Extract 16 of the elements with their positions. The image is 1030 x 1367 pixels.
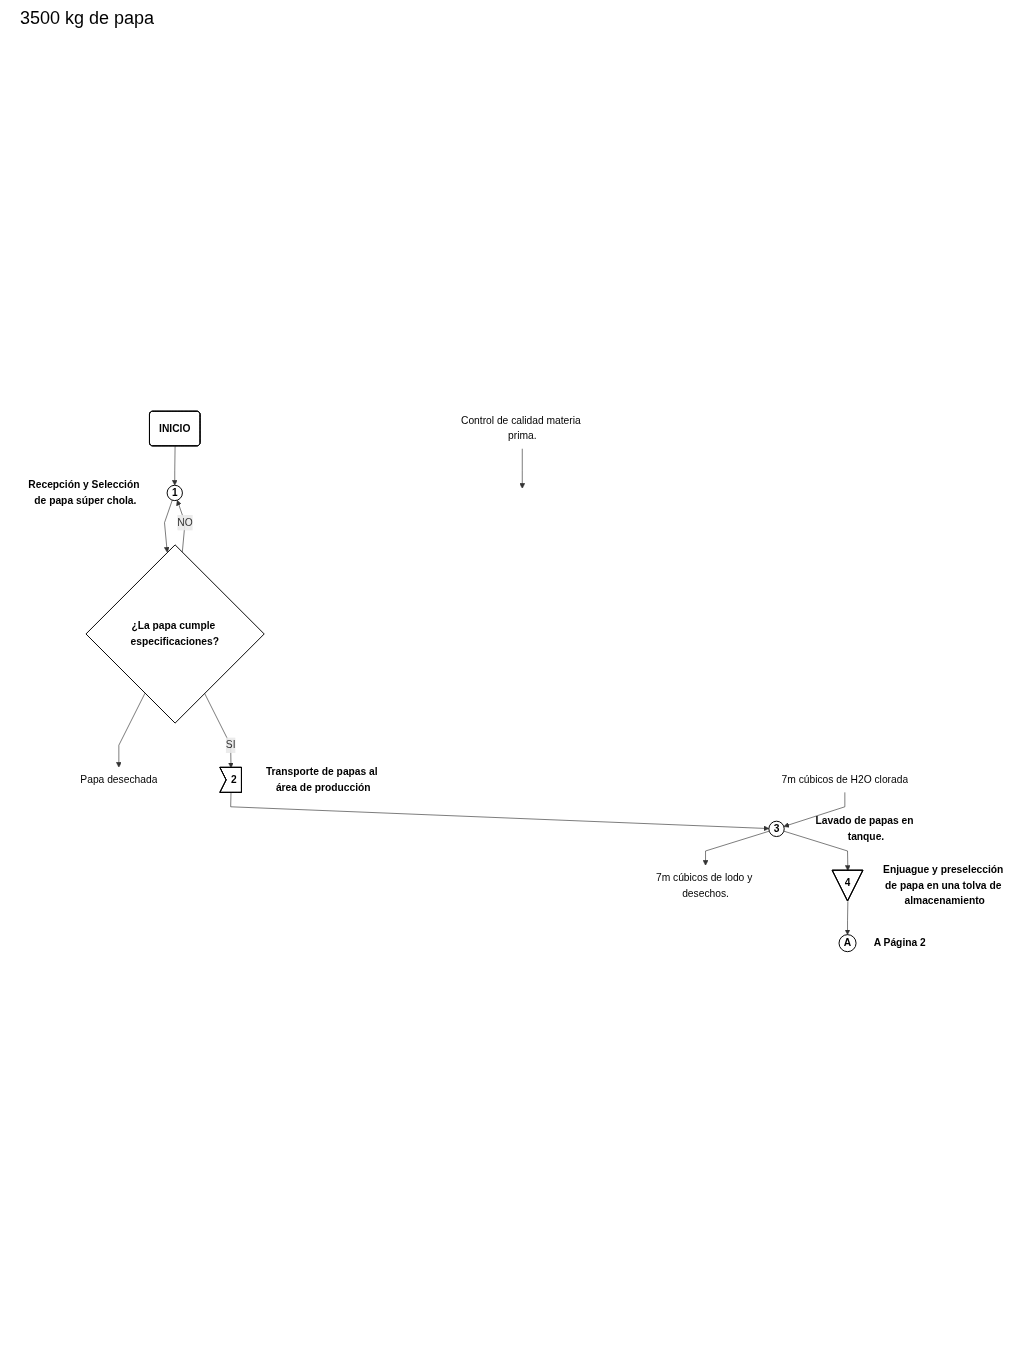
node-text: 7m cúbicos de lodo y desechos. (655, 872, 753, 899)
node-label: Lavado de papas en tanque. (815, 815, 914, 842)
node-label: Transporte de papas al área de producción (265, 766, 378, 793)
node-label: A Página 2 (873, 937, 926, 949)
node-label: Enjuague y preselección de papa en una tolva de almacenamiento (883, 864, 1004, 907)
node-text: 7m cúbicos de H2O clorada (781, 774, 909, 785)
node-diamond: ¿La papa cumple especificaciones? (85, 544, 265, 724)
node-circle: 1 (166, 484, 183, 502)
note-text: 3500 kg de papa (20, 8, 156, 29)
node-text: Control de calidad materia prima. (460, 415, 581, 442)
node-label: Recepción y Selección de papa súper chola. (28, 479, 140, 506)
edge-label: NO (177, 516, 193, 528)
edge-label: SI (225, 739, 236, 751)
node-text: Papa desechada (80, 774, 158, 785)
node-circle: A (838, 934, 857, 953)
node-circle: 3 (768, 820, 785, 838)
